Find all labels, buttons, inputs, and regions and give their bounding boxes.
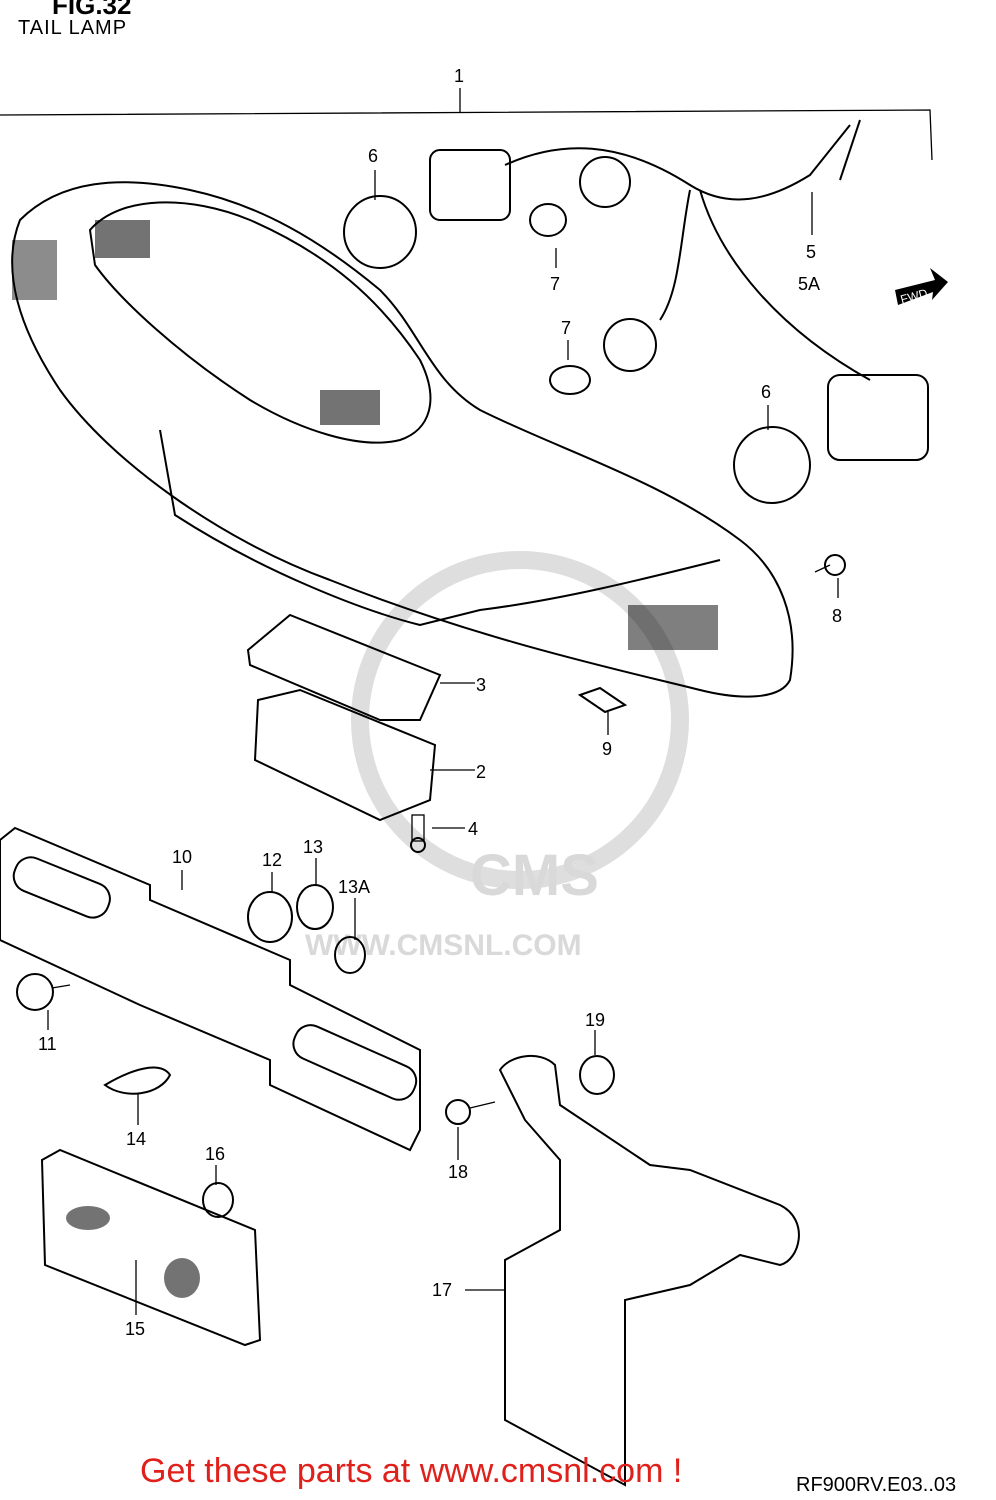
license-lamp-case xyxy=(253,688,437,822)
part-label: 12 xyxy=(262,850,282,870)
bolt-18 xyxy=(445,1099,496,1125)
nut-19 xyxy=(579,1055,615,1095)
leader-lines xyxy=(47,170,839,1315)
washer-12 xyxy=(247,891,293,943)
lens-mesh xyxy=(628,605,718,650)
figure-title: FIG.32 xyxy=(52,0,132,20)
screw-4 xyxy=(410,814,426,853)
bulb-6-lower xyxy=(733,374,929,504)
part-label: 7 xyxy=(550,274,560,294)
part-label: 9 xyxy=(602,739,612,759)
tail-lamp-housing xyxy=(11,181,794,698)
nut-13a xyxy=(334,936,366,974)
part-label: 7 xyxy=(561,318,571,338)
part-label: 3 xyxy=(476,675,486,695)
bulb-7-upper xyxy=(529,156,631,237)
part-label: 1 xyxy=(454,66,464,86)
figure-subtitle: TAIL LAMP xyxy=(18,17,128,39)
part-label: 14 xyxy=(126,1129,146,1149)
clip-9 xyxy=(577,686,628,714)
lens-mesh xyxy=(12,240,57,300)
part-label: 13A xyxy=(338,877,370,897)
part-label: 5A xyxy=(798,274,820,294)
part-label: 19 xyxy=(585,1010,605,1030)
lens-mesh xyxy=(320,390,380,425)
bracket-slot xyxy=(292,1024,418,1101)
part-label: 10 xyxy=(172,847,192,867)
part-label: 2 xyxy=(476,762,486,782)
lens-mesh xyxy=(95,220,150,258)
part-label: 5 xyxy=(806,242,816,262)
license-lamp-gasket xyxy=(246,613,442,721)
bulb-6-upper xyxy=(343,149,511,269)
part-label: 16 xyxy=(205,1144,225,1164)
bulb-7-lower xyxy=(549,318,657,395)
part-label: 4 xyxy=(468,819,478,839)
assembly-bracket xyxy=(0,88,933,161)
watermark-brand: CMS xyxy=(470,843,599,908)
reflector-mesh xyxy=(164,1258,200,1298)
wiring-harness xyxy=(504,119,871,381)
part-label: 18 xyxy=(448,1162,468,1182)
reflector-bracket xyxy=(498,1054,800,1487)
fwd-arrow: FWD xyxy=(895,268,948,307)
reflector-15 xyxy=(40,1148,262,1347)
part-labels: 1 6 7 5 5A 7 6 8 3 9 2 4 10 12 13 13A 11… xyxy=(38,66,842,1339)
nut-16 xyxy=(202,1182,234,1218)
screw-8 xyxy=(814,554,846,576)
screw-11 xyxy=(16,973,71,1011)
watermark-logo-ring xyxy=(351,551,689,889)
buy-parts-link[interactable]: Get these parts at www.cmsnl.com ! xyxy=(140,1452,683,1490)
license-plate-bracket xyxy=(0,826,421,1152)
reflector-clip-14 xyxy=(103,1066,172,1095)
watermark-site: WWW.CMSNL.COM xyxy=(305,929,582,962)
part-label: 6 xyxy=(761,382,771,402)
part-label: 17 xyxy=(432,1280,452,1300)
part-label: 13 xyxy=(303,837,323,857)
nut-13 xyxy=(296,884,334,930)
part-label: 6 xyxy=(368,146,378,166)
part-label: 8 xyxy=(832,606,842,626)
watermark: CMS WWW.CMSNL.COM xyxy=(305,551,689,962)
part-label: 15 xyxy=(125,1319,145,1339)
part-label: 11 xyxy=(38,1034,57,1054)
drawing-code: RF900RV.E03..03 xyxy=(796,1474,957,1496)
fwd-label: FWD xyxy=(899,286,929,307)
bracket-slot xyxy=(12,856,111,919)
reflector-mesh xyxy=(66,1206,110,1230)
